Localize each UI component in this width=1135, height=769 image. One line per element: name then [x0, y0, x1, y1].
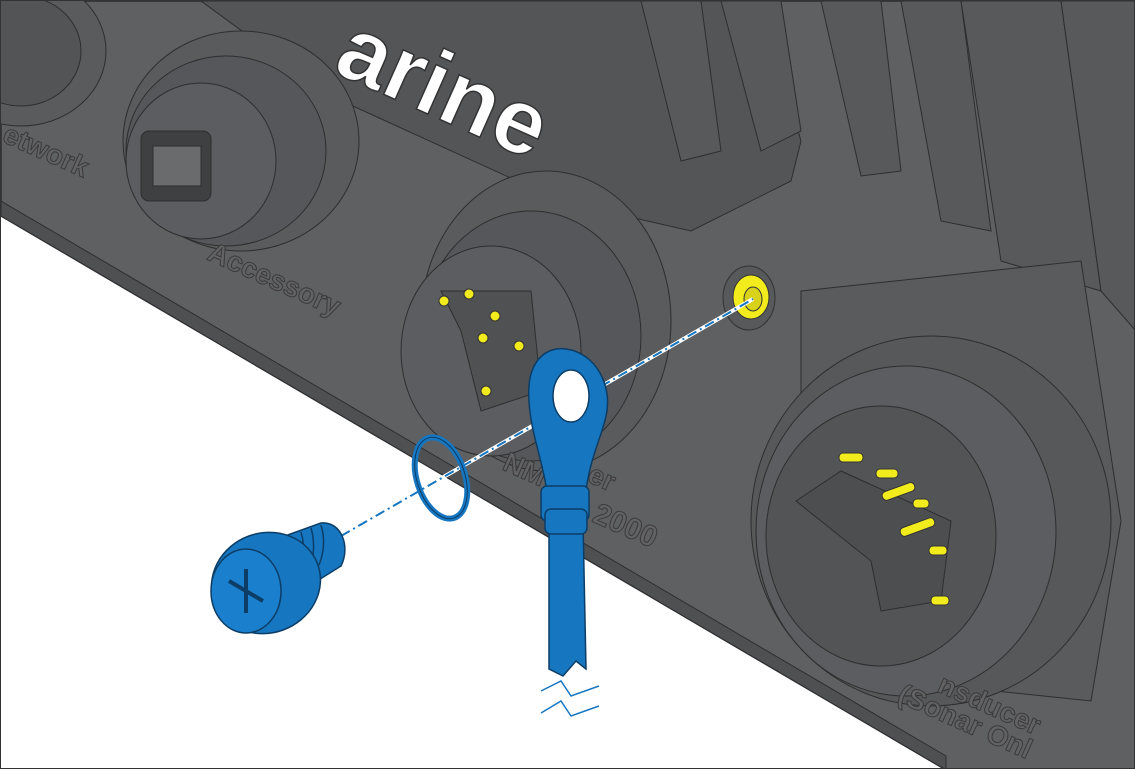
ground-ring-terminal	[528, 347, 609, 677]
lock-washer-outline	[414, 436, 468, 520]
transducer-pins	[838, 452, 950, 606]
network-port	[1, 1, 107, 127]
housing-bottom-edge	[1, 200, 947, 768]
accessory-port	[122, 30, 360, 252]
ground-screw	[210, 522, 346, 635]
cooling-fins	[640, 1, 1134, 330]
wire-break-symbol	[540, 680, 600, 717]
ground-screw-hole	[722, 265, 776, 331]
nmea-2000-pins	[438, 288, 525, 397]
transducer-port	[750, 260, 1122, 707]
